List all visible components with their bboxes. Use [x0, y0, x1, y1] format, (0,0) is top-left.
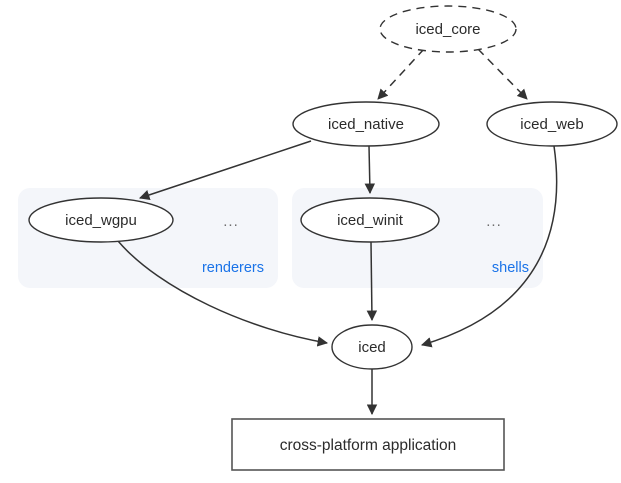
edge-wgpu-to-iced — [117, 240, 329, 347]
edge-core-to-native — [377, 48, 425, 100]
node-iced-wgpu-shape[interactable] — [28, 197, 174, 243]
node-iced-shape[interactable] — [331, 324, 413, 370]
edge-native-to-wgpu — [139, 140, 312, 200]
node-iced-core-shape[interactable] — [379, 5, 517, 53]
node-iced-winit-shape[interactable] — [300, 197, 440, 243]
cluster-renderers-label: renderers — [202, 260, 264, 276]
node-iced[interactable]: iced — [331, 324, 413, 370]
node-application[interactable]: cross-platform application — [231, 418, 505, 471]
node-iced-wgpu-label: iced_wgpu — [65, 212, 137, 229]
edge-winit-to-iced — [366, 241, 378, 322]
node-iced-native[interactable]: iced_native — [292, 101, 440, 147]
node-iced-winit[interactable]: iced_winit — [300, 197, 440, 243]
node-iced-core-label: iced_core — [415, 21, 480, 38]
node-iced-wgpu[interactable]: iced_wgpu — [28, 197, 174, 243]
edge-web-to-iced — [420, 145, 558, 348]
node-iced-web[interactable]: iced_web — [486, 101, 618, 147]
edge-core-to-web — [477, 48, 528, 100]
node-iced-native-label: iced_native — [328, 116, 404, 133]
node-iced-web-shape[interactable] — [486, 101, 618, 147]
node-iced-label: iced — [358, 339, 386, 356]
node-iced-native-shape[interactable] — [292, 101, 440, 147]
node-iced-core[interactable]: iced_core — [379, 5, 517, 53]
node-iced-winit-label: iced_winit — [337, 212, 404, 229]
cluster-shells-label: shells — [492, 260, 529, 276]
edge-native-to-winit — [364, 145, 376, 195]
cluster-shells-ellipsis: ... — [486, 213, 502, 230]
cluster-renderers-ellipsis: ... — [223, 213, 239, 230]
node-iced-web-label: iced_web — [520, 116, 583, 133]
node-application-label: cross-platform application — [280, 437, 457, 454]
node-application-shape[interactable] — [231, 418, 505, 471]
